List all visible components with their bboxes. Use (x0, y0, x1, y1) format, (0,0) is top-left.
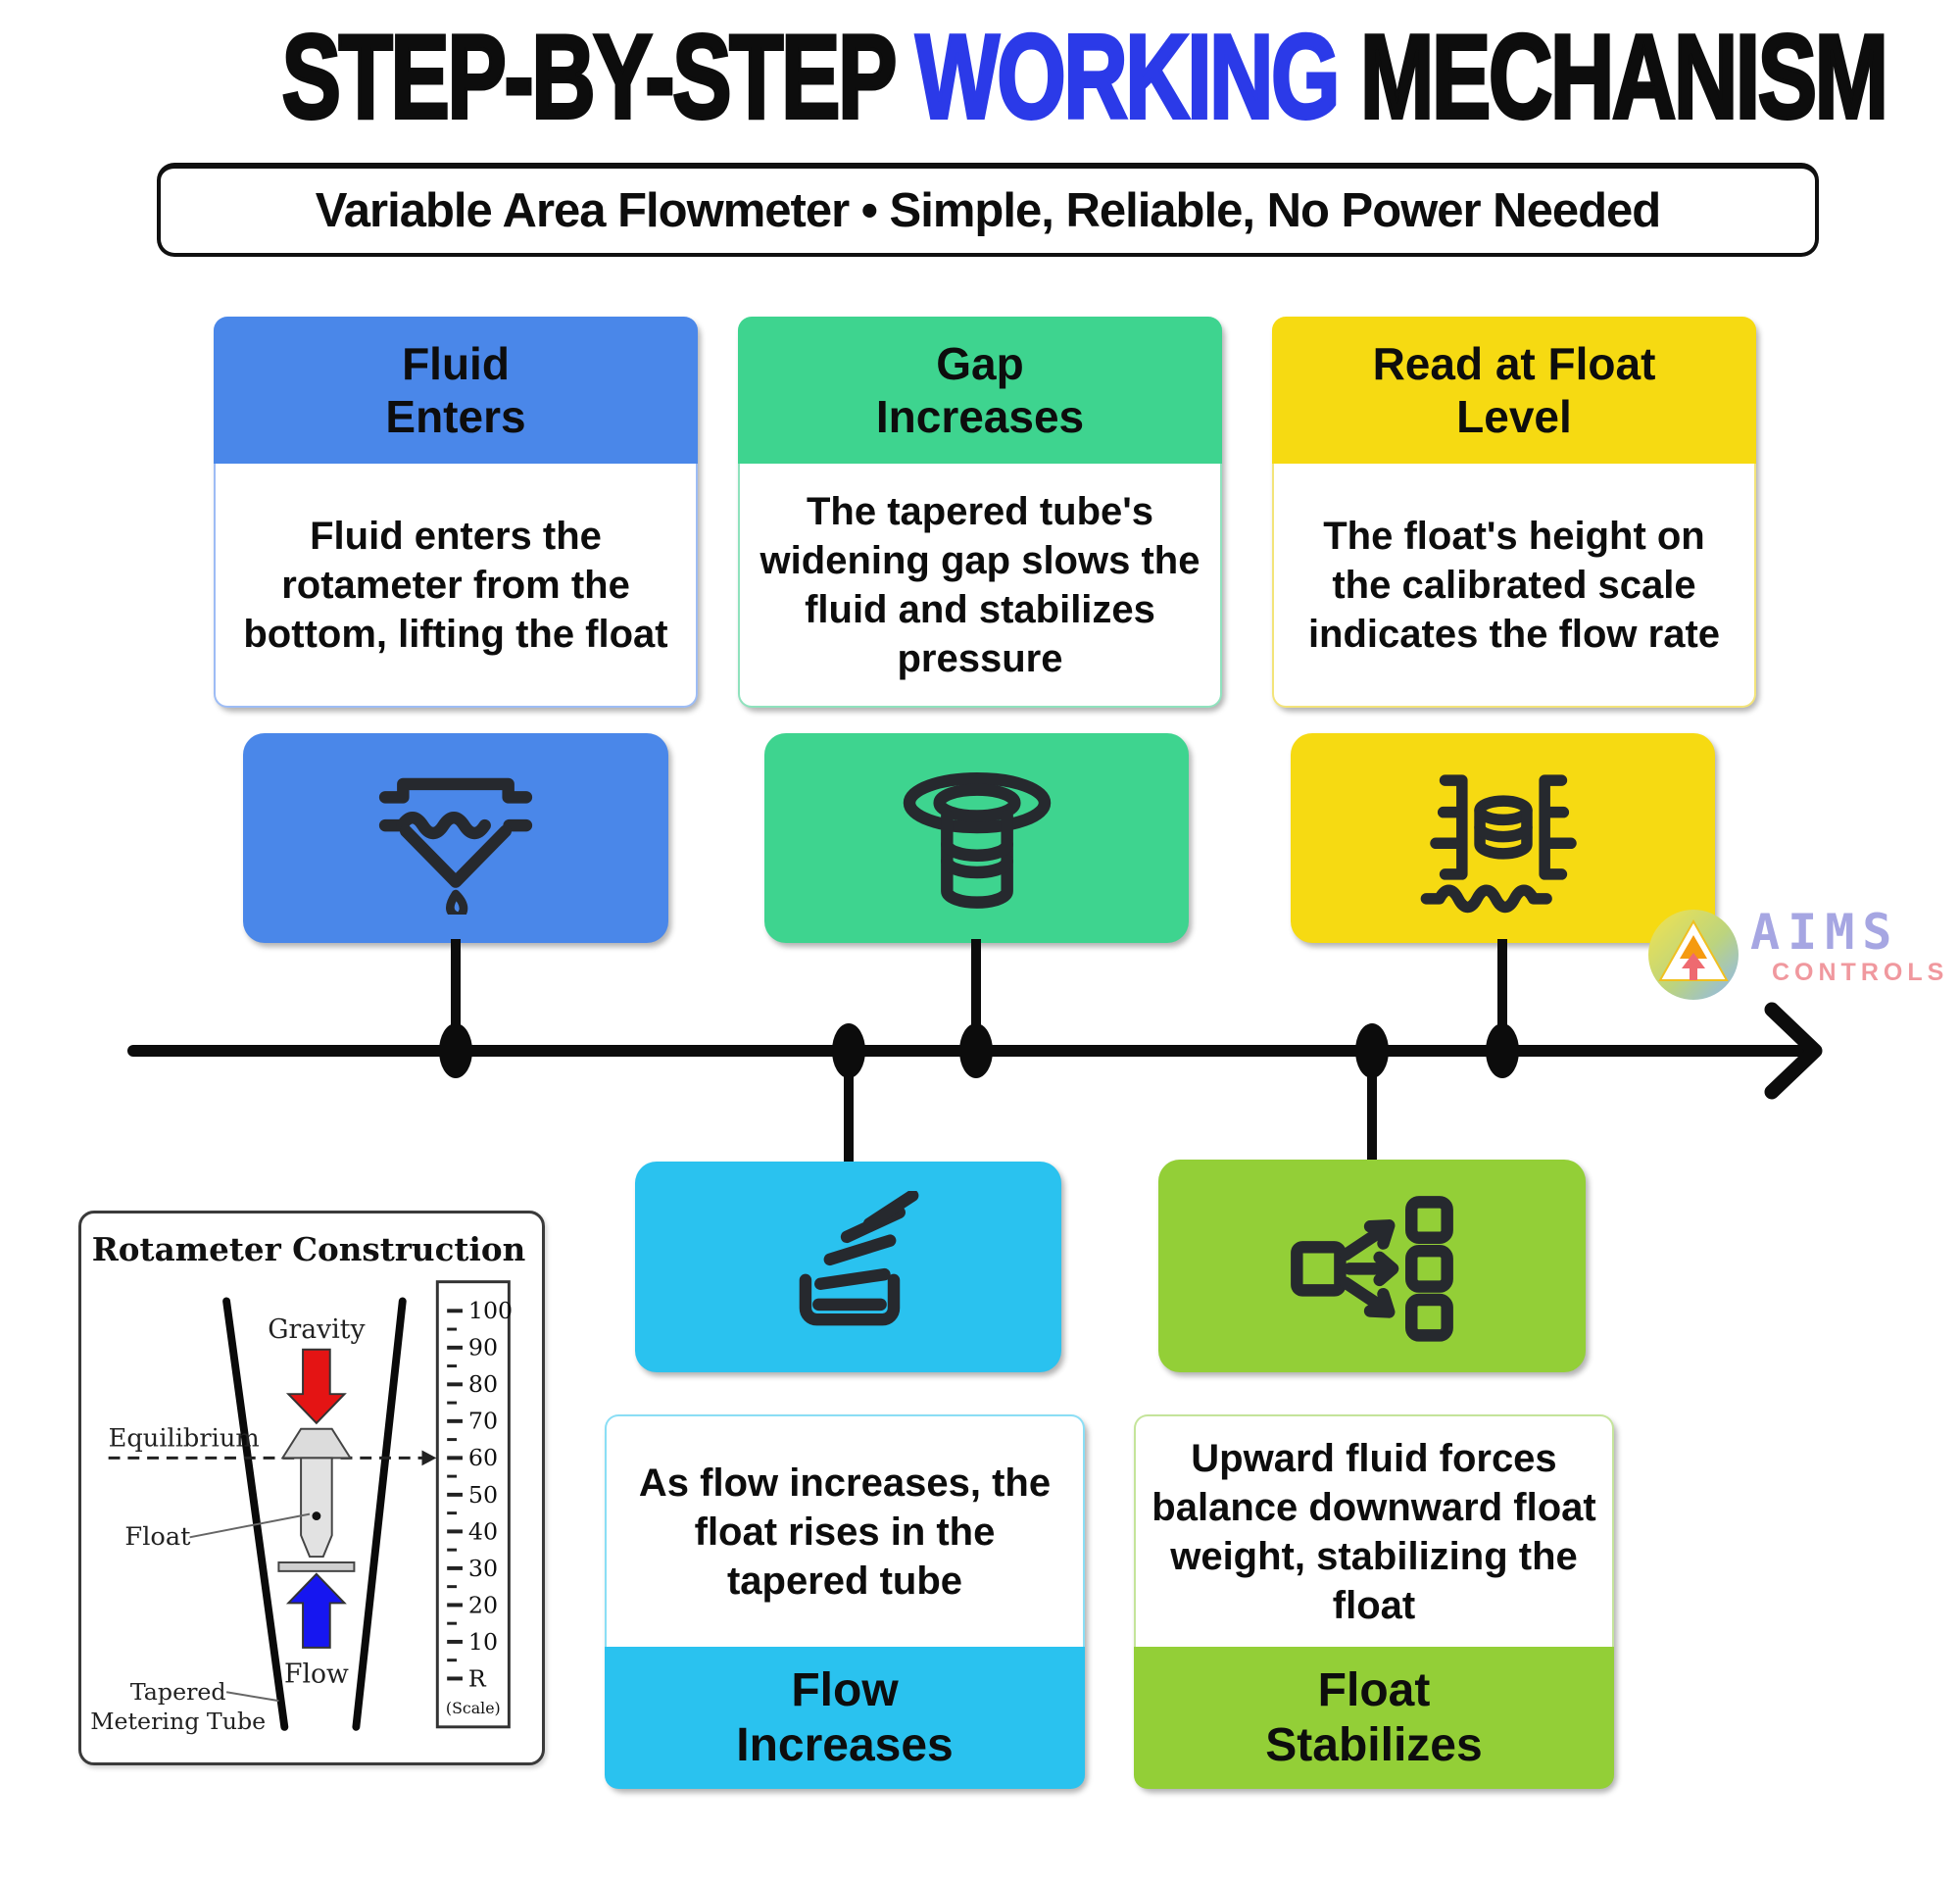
step-icon-box-gap-increases (764, 733, 1189, 943)
title-part-highlight: WORKING (914, 10, 1342, 143)
gravity-arrow-icon (285, 1348, 347, 1425)
float-leader-line (189, 1512, 311, 1539)
flow-arrow-icon (285, 1572, 347, 1649)
step-title-line2: Increases (875, 391, 1085, 442)
svg-text:30: 30 (468, 1555, 498, 1582)
scale-minor-ticks (447, 1327, 458, 1662)
rotameter-diagram: Rotameter Construction (90, 1230, 526, 1735)
timeline-dot-1 (439, 1023, 472, 1078)
step-title-line1: Read at Float (1372, 337, 1656, 389)
rotameter-title: Rotameter Construction (92, 1230, 526, 1268)
step-title-line1: Float (1317, 1664, 1431, 1717)
rising-levels-icon (799, 1191, 918, 1326)
gravity-label: Gravity (268, 1314, 365, 1345)
svg-text:40: 40 (468, 1517, 498, 1545)
step-description: Fluid enters the rotameter from the bott… (214, 464, 698, 708)
svg-text:R: R (468, 1664, 487, 1692)
timeline-connector-down-4 (844, 1051, 854, 1164)
tapered-tube-icon (903, 771, 1051, 909)
svg-text:50: 50 (468, 1481, 498, 1509)
step-description: Upward fluid forces balance downward flo… (1134, 1414, 1614, 1647)
timeline-connector-up-2 (971, 939, 981, 1049)
fan-out-icon (1291, 1196, 1453, 1342)
scale-caption: (Scale) (446, 1699, 501, 1717)
timeline-dot-4 (1355, 1023, 1389, 1078)
step-card-footer: Float Stabilizes (1134, 1647, 1614, 1789)
step-title-line1: Flow (791, 1664, 899, 1717)
float-head (280, 1427, 353, 1460)
rotameter-construction-panel: Rotameter Construction (78, 1211, 545, 1765)
subtitle-banner: Variable Area Flowmeter • Simple, Reliab… (157, 163, 1819, 257)
step-card-flow-increases: As flow increases, the float rises in th… (605, 1414, 1085, 1789)
tube-label-line1: Tapered (130, 1678, 226, 1706)
step-card-gap-increases: Gap Increases The tapered tube's widenin… (738, 317, 1222, 708)
step-icon-box-read-at-float-level (1291, 733, 1715, 943)
float-level-scale-icon (1420, 773, 1577, 913)
step-card-read-at-float-level: Read at Float Level The float's height o… (1272, 317, 1756, 708)
step-card-footer: Flow Increases (605, 1647, 1085, 1789)
svg-text:20: 20 (468, 1591, 498, 1618)
timeline-dot-3 (959, 1023, 993, 1078)
float-disc (277, 1560, 356, 1572)
timeline-connector-up-3 (1497, 939, 1507, 1049)
tapered-tube-walls (222, 1297, 407, 1731)
step-title-line2: Increases (736, 1718, 954, 1771)
step-title-line1: Fluid (402, 337, 510, 389)
timeline-dot-5 (1486, 1023, 1519, 1078)
timeline-dot-2 (832, 1023, 865, 1078)
step-description: As flow increases, the float rises in th… (605, 1414, 1085, 1647)
page-title: STEP-BY-STEP WORKING MECHANISM (0, 12, 1960, 141)
title-part-pre: STEP-BY-STEP (280, 10, 897, 143)
step-card-header: Gap Increases (738, 317, 1222, 464)
svg-text:70: 70 (468, 1408, 498, 1435)
step-icon-box-flow-increases (635, 1162, 1061, 1372)
timeline-connector-down-5 (1367, 1051, 1377, 1163)
funnel-drip-icon (378, 777, 533, 915)
svg-text:100: 100 (468, 1297, 513, 1324)
scale-labels: 100 90 80 70 60 50 40 30 20 10 R (468, 1297, 513, 1692)
step-description: The float's height on the calibrated sca… (1272, 464, 1756, 708)
title-part-post: MECHANISM (1359, 10, 1890, 143)
scale-box (435, 1280, 511, 1729)
svg-text:60: 60 (468, 1444, 498, 1471)
flow-label: Flow (284, 1659, 349, 1689)
tube-label-line2: Metering Tube (90, 1708, 266, 1735)
logo-name: AIMS (1750, 904, 1900, 961)
tube-leader-line (225, 1691, 279, 1703)
logo-tagline: CONTROLS (1772, 959, 1949, 986)
scale-major-ticks (447, 1309, 463, 1681)
step-icon-box-fluid-enters (243, 733, 668, 943)
svg-text:80: 80 (468, 1370, 498, 1398)
float-label: Float (124, 1522, 191, 1552)
float-marker-dot (312, 1511, 321, 1521)
step-card-header: Read at Float Level (1272, 317, 1756, 464)
step-icon-box-float-stabilizes (1158, 1160, 1586, 1372)
timeline-connector-up-1 (451, 939, 461, 1049)
equilibrium-label: Equilibrium (109, 1424, 260, 1454)
timeline-arrowhead-icon (1764, 1002, 1823, 1100)
step-description: The tapered tube's widening gap slows th… (738, 464, 1222, 708)
brand-logo: AIMS CONTROLS (1646, 908, 1948, 1002)
step-card-header: Fluid Enters (214, 317, 698, 464)
svg-text:10: 10 (468, 1628, 498, 1656)
step-card-float-stabilizes: Upward fluid forces balance downward flo… (1134, 1414, 1614, 1789)
logo-mark-icon (1648, 910, 1739, 1000)
step-title-line1: Gap (936, 337, 1024, 389)
step-title-line2: Stabilizes (1265, 1718, 1483, 1771)
float-body (300, 1457, 333, 1559)
step-card-fluid-enters: Fluid Enters Fluid enters the rotameter … (214, 317, 698, 708)
step-title-line2: Enters (385, 391, 526, 442)
equilibrium-arrowhead-icon (421, 1450, 437, 1466)
subtitle-text: Variable Area Flowmeter • Simple, Reliab… (315, 184, 1661, 237)
svg-text:90: 90 (468, 1334, 498, 1362)
step-title-line2: Level (1456, 391, 1572, 442)
